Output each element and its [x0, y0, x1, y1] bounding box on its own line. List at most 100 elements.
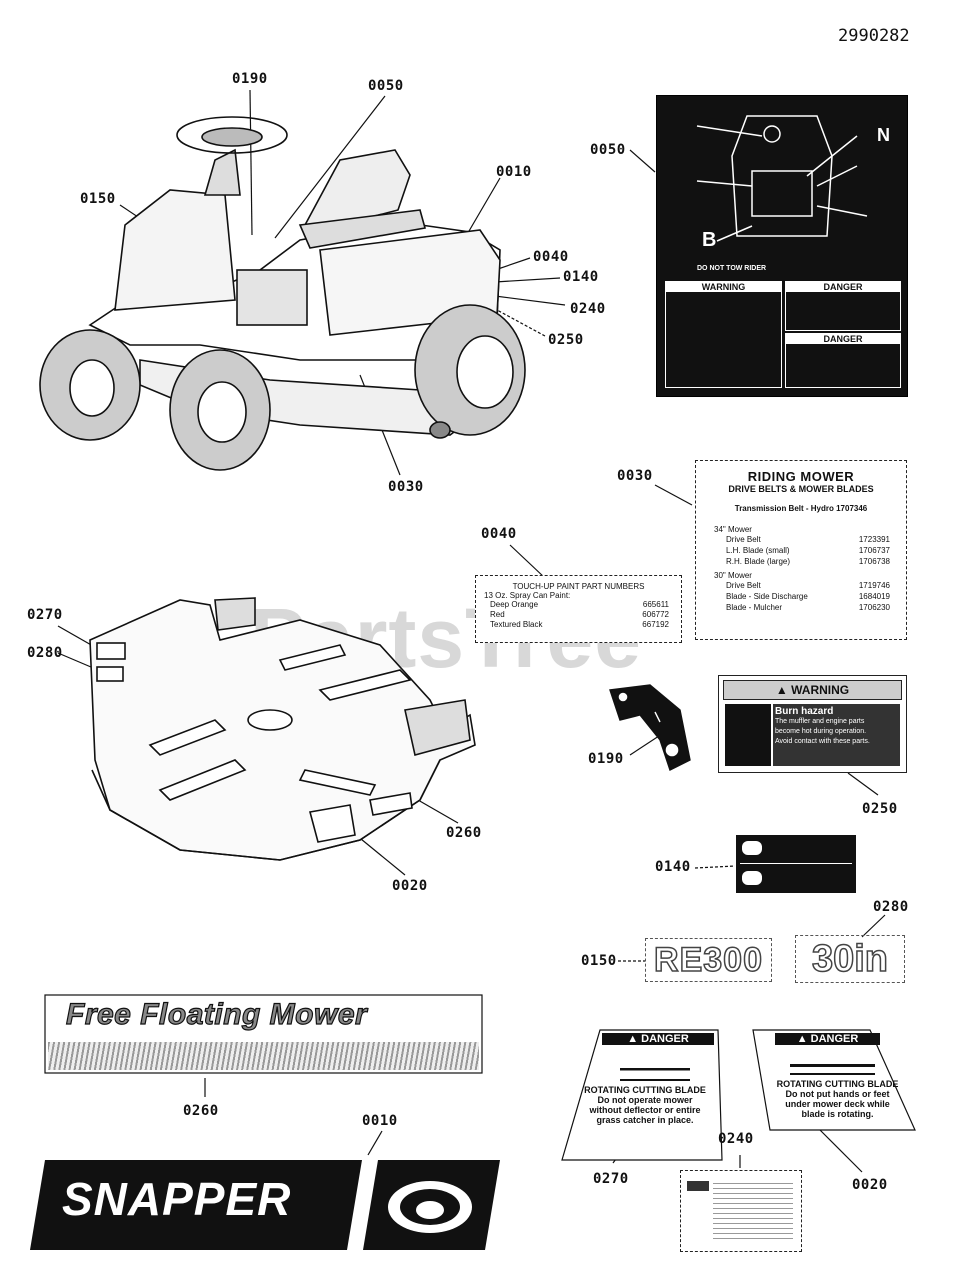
belt-group1-row: L.H. Blade (small) 1706737 — [726, 545, 890, 556]
callout-0190-mower: 0190 — [232, 71, 268, 87]
belt-group2-name: Blade - Mulcher — [726, 603, 783, 612]
danger-left-word: DANGER — [641, 1033, 689, 1045]
svg-text:N: N — [877, 125, 890, 145]
model-decal: RE300 — [645, 938, 772, 982]
callout-0010-decal: 0010 — [362, 1113, 398, 1129]
callout-0150-decal: 0150 — [581, 953, 617, 969]
danger-left-line1: Do not operate mower — [597, 1095, 693, 1105]
danger-left-title: ROTATING CUTTING BLADE — [584, 1085, 706, 1095]
danger-right-line2: under mower deck while — [785, 1099, 890, 1109]
burn-warning-word: WARNING — [791, 683, 850, 697]
belt-decal-subtitle: DRIVE BELTS & MOWER BLADES — [728, 484, 874, 494]
control-warning-header: WARNING — [666, 282, 781, 292]
belt-group1-part: 1706737 — [858, 546, 890, 555]
callout-0150-mower: 0150 — [80, 191, 116, 207]
free-floating-grass — [48, 1042, 479, 1070]
danger-left-decal: ▲ DANGER ROTATING CUTTING BLADE Do not o… — [570, 1033, 720, 1157]
paint-item-name: Deep Orange — [490, 600, 539, 609]
paint-item-name: Textured Black — [490, 620, 543, 629]
free-floating-decal: Free Floating Mower — [48, 998, 479, 1070]
snapper-frame — [30, 1160, 500, 1250]
belt-group2-name: Drive Belt — [726, 581, 761, 590]
snapper-turtle-icon — [388, 1181, 472, 1233]
paint-decal-title: TOUCH-UP PAINT PART NUMBERS — [512, 582, 645, 591]
callout-0030-decal: 0030 — [617, 468, 653, 484]
burn-hazard-title: Burn hazard — [775, 706, 834, 717]
burn-hazard-icon — [725, 704, 771, 766]
danger-right-pictogram — [790, 1051, 875, 1075]
control-layout-graphic: N B — [696, 115, 890, 251]
speed-divider — [740, 863, 852, 864]
danger-right-word: DANGER — [810, 1033, 859, 1045]
belt-group2-name: Blade - Side Discharge — [726, 592, 808, 601]
speed-control-decal — [736, 835, 856, 893]
belt-group1-name: L.H. Blade (small) — [726, 546, 790, 555]
danger-right-header: ▲ DANGER — [775, 1033, 880, 1045]
emissions-label-lines — [713, 1179, 793, 1241]
size-decal-text: 30in — [811, 937, 889, 981]
callout-0280-decal: 0280 — [873, 899, 909, 915]
burn-warning-header: ▲ WARNING — [723, 680, 902, 700]
burn-hazard-line3: Avoid contact with these parts. — [775, 738, 870, 745]
belt-group2-part: 1706230 — [858, 603, 890, 612]
paint-item-row: Red 606772 — [490, 610, 669, 620]
callout-0240-decal: 0240 — [718, 1131, 754, 1147]
belt-group2-row: Blade - Mulcher 1706230 — [726, 602, 890, 613]
diagram-number: 2990282 — [838, 26, 910, 46]
paint-item-part: 667192 — [642, 620, 669, 629]
key-switch-decal — [609, 684, 691, 771]
paint-item-row: Deep Orange 665611 — [490, 600, 669, 610]
tow-warning-text: DO NOT TOW RIDER — [697, 265, 767, 272]
belt-group2-title: 30" Mower — [714, 571, 752, 580]
belt-blade-decal: RIDING MOWER DRIVE BELTS & MOWER BLADES … — [695, 460, 907, 640]
callout-0240-mower: 0240 — [570, 301, 606, 317]
riding-mower-illustration — [39, 116, 526, 471]
emissions-label — [680, 1170, 802, 1252]
callout-0270-deck: 0270 — [27, 607, 63, 623]
callout-0040-decal: 0040 — [481, 526, 517, 542]
danger-left-pictogram — [620, 1051, 690, 1081]
control-danger-panel-2: DANGER — [785, 333, 901, 388]
callout-0050-decal: 0050 — [590, 142, 626, 158]
burn-hazard-body: Burn hazard The muffler and engine parts… — [773, 704, 900, 766]
belt-group1-part: 1723391 — [858, 535, 890, 544]
callout-0280-deck: 0280 — [27, 645, 63, 661]
mower-deck-illustration — [89, 597, 476, 861]
callout-0270-decal: 0270 — [593, 1171, 629, 1187]
speed-hare-icon — [742, 871, 762, 885]
belt-decal-transmission: Transmission Belt - Hydro 1707346 — [734, 504, 868, 513]
snapper-logo: SNAPPER — [62, 1173, 292, 1225]
belt-decal-title: RIDING MOWER — [747, 469, 855, 484]
callout-0010-mower: 0010 — [496, 164, 532, 180]
danger-left-header: ▲ DANGER — [602, 1033, 714, 1045]
belt-group1-title: 34" Mower — [714, 525, 752, 534]
danger-right-line1: Do not put hands or feet — [785, 1089, 890, 1099]
burn-hazard-line1: The muffler and engine parts — [775, 718, 865, 725]
paint-item-part: 665611 — [642, 600, 669, 609]
callout-0050-mower: 0050 — [368, 78, 404, 94]
control-safety-decal: N B DO NOT TOW RIDER WARNING DANGER DANG… — [656, 95, 908, 397]
belt-group1-name: Drive Belt — [726, 535, 761, 544]
model-decal-text: RE300 — [653, 940, 763, 980]
paint-item-name: Red — [490, 610, 505, 619]
paint-item-part: 606772 — [642, 610, 669, 619]
control-danger-header-1: DANGER — [786, 282, 900, 292]
size-decal: 30in — [795, 935, 905, 983]
control-warning-panel: WARNING — [665, 281, 782, 388]
control-danger-panel-1: DANGER — [785, 281, 901, 331]
callout-0260-decal: 0260 — [183, 1103, 219, 1119]
danger-right-decal: ▲ DANGER ROTATING CUTTING BLADE Do not p… — [765, 1033, 910, 1129]
danger-right-title: ROTATING CUTTING BLADE — [776, 1079, 899, 1089]
danger-left-line2: without deflector or entire — [589, 1105, 701, 1115]
callout-0250-decal: 0250 — [862, 801, 898, 817]
callout-0190-decal: 0190 — [588, 751, 624, 767]
free-floating-text: Free Floating Mower — [65, 998, 368, 1032]
callout-0020-decal: 0020 — [852, 1177, 888, 1193]
belt-group1-name: R.H. Blade (large) — [726, 557, 791, 566]
callout-0030-mower: 0030 — [388, 479, 424, 495]
belt-group1-row: R.H. Blade (large)1706738 — [726, 556, 890, 567]
danger-right-line3: blade is rotating. — [801, 1109, 874, 1119]
